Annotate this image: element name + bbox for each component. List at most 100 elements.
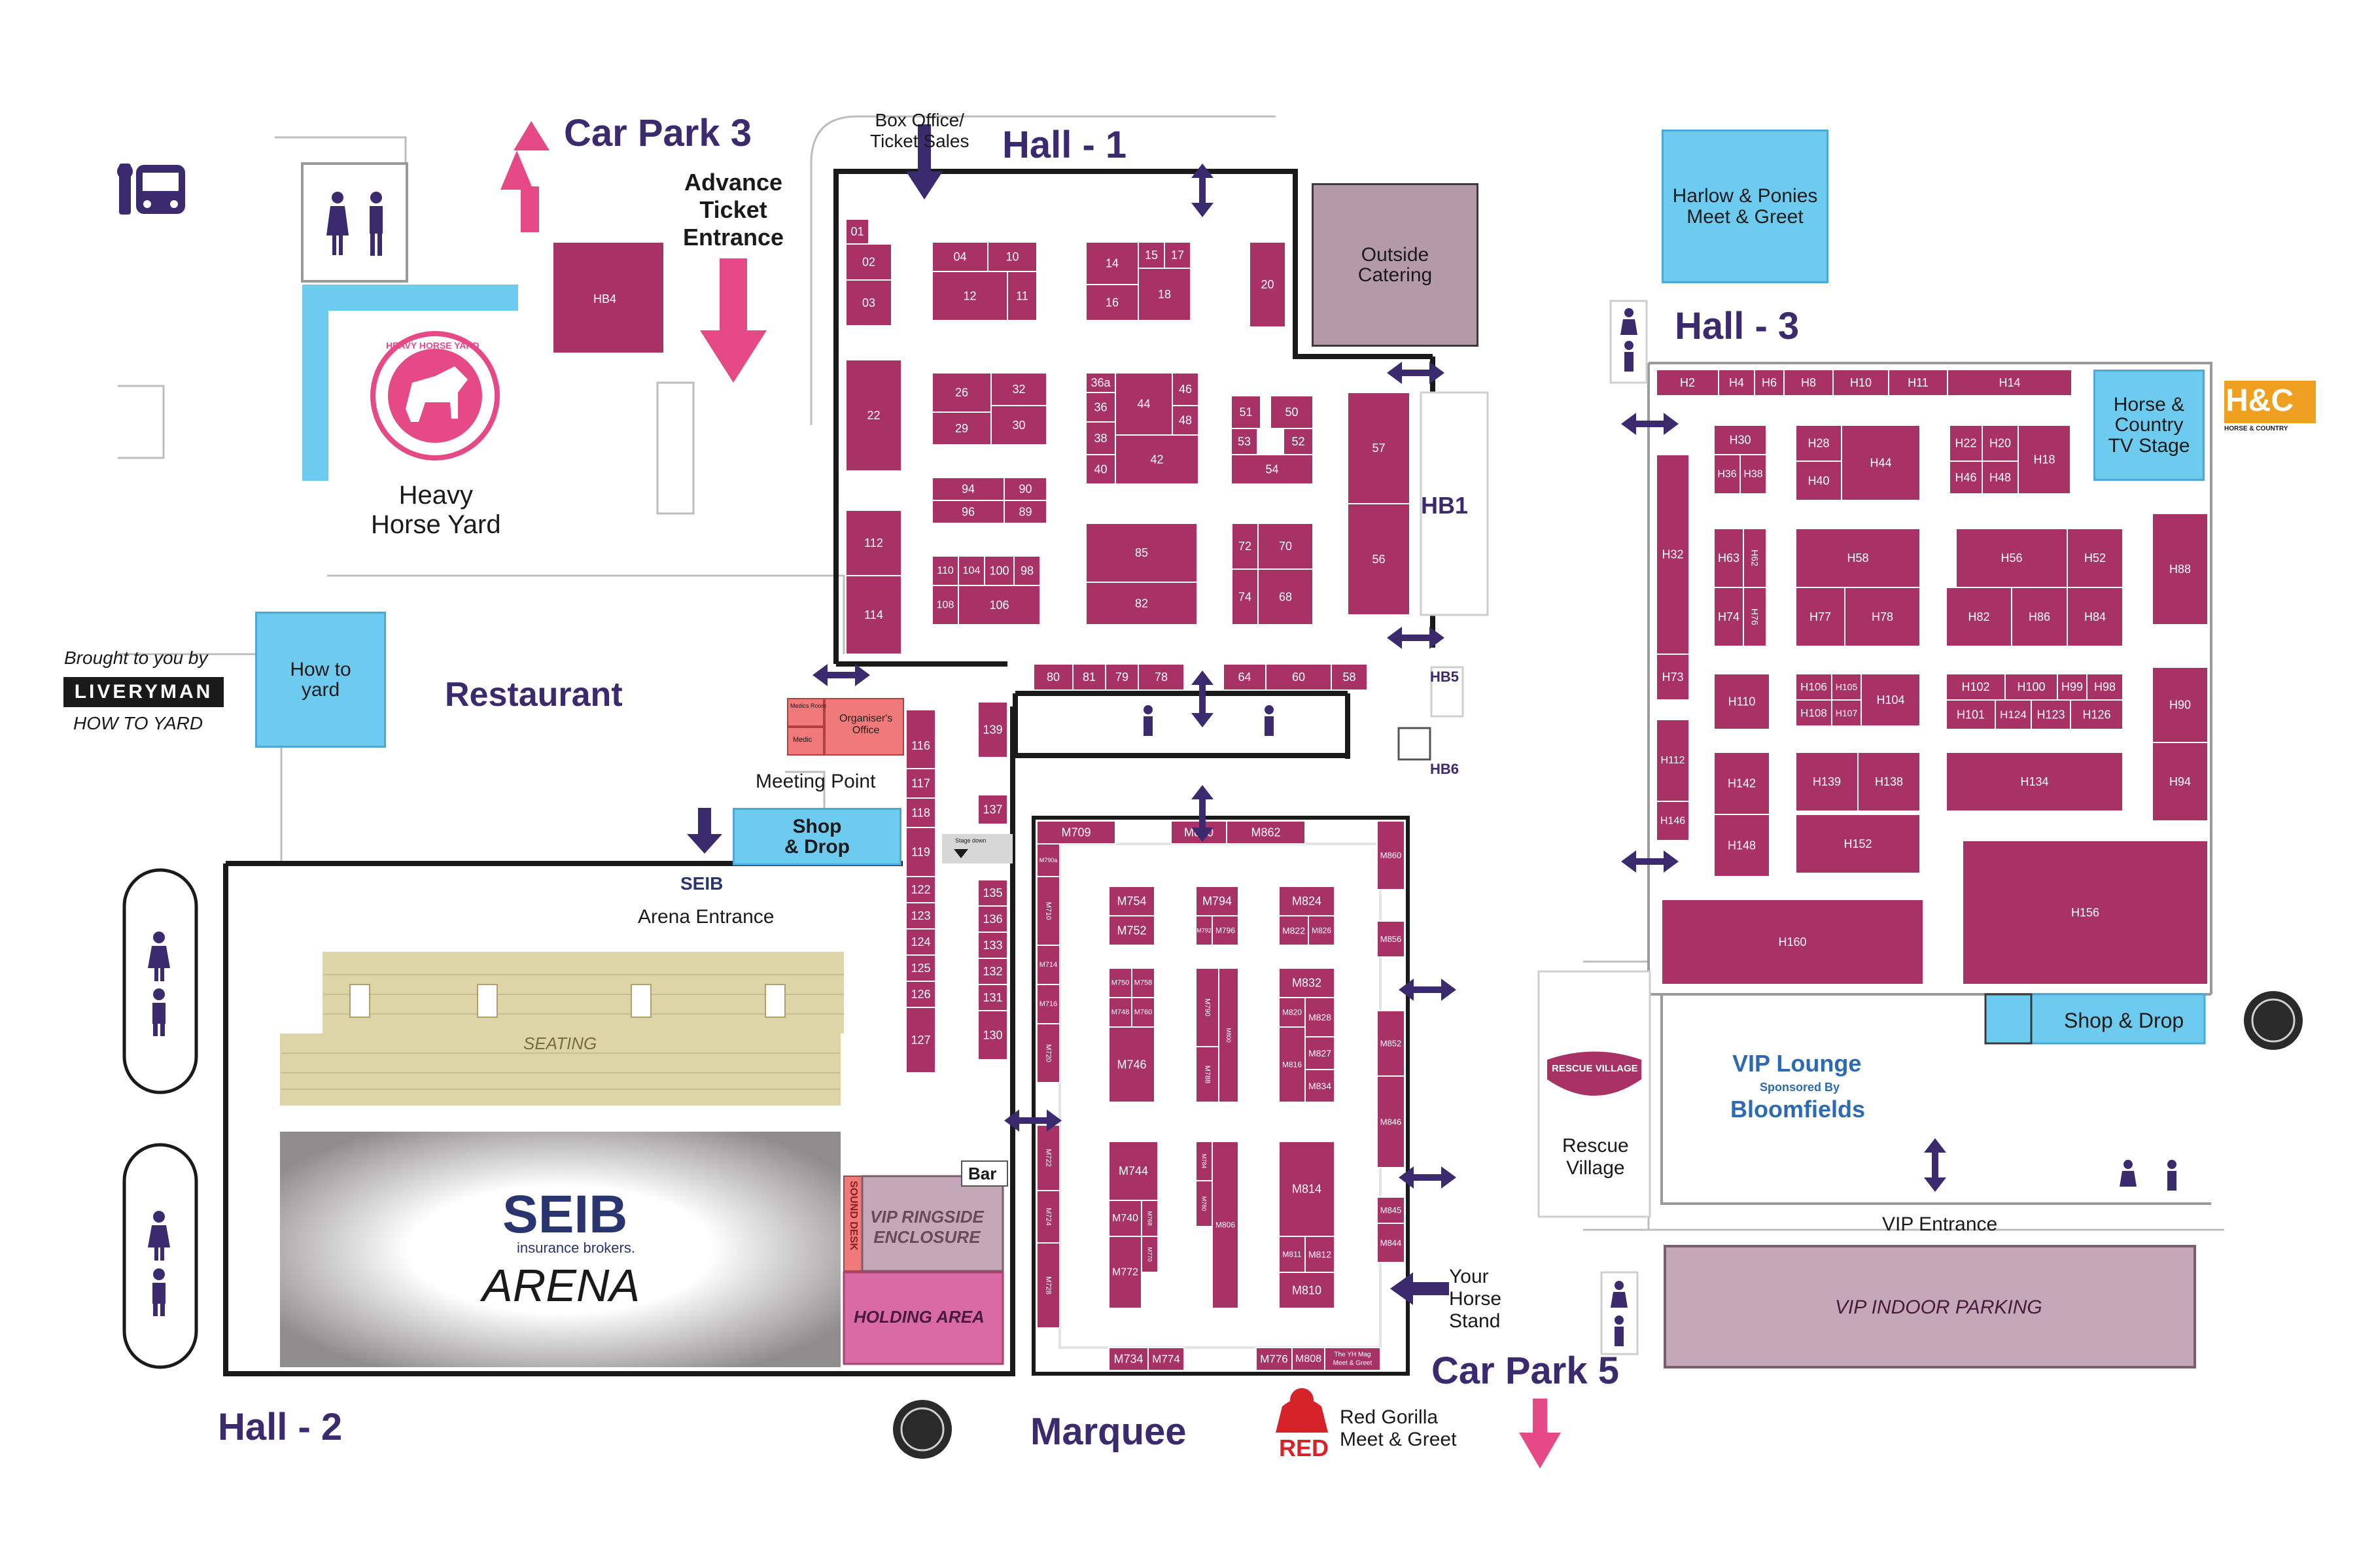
stand-h105[interactable] xyxy=(1831,673,1862,701)
stand-22[interactable] xyxy=(845,359,902,472)
stand-108[interactable] xyxy=(932,585,959,625)
stand-85[interactable] xyxy=(1085,523,1198,583)
stand-m812[interactable] xyxy=(1304,1236,1335,1273)
stand-122[interactable] xyxy=(905,876,936,903)
stand-m870[interactable] xyxy=(1170,820,1227,845)
stand-54[interactable] xyxy=(1231,454,1314,485)
stand-132[interactable] xyxy=(977,958,1008,985)
stand-14[interactable] xyxy=(1085,241,1139,285)
stand-h160[interactable] xyxy=(1661,899,1924,985)
stand-130[interactable] xyxy=(977,1010,1008,1060)
stand-h142[interactable] xyxy=(1713,752,1770,815)
stand-m844[interactable] xyxy=(1376,1223,1405,1263)
stand-h88[interactable] xyxy=(2152,513,2209,625)
stand-h77[interactable] xyxy=(1795,587,1845,647)
stand-64[interactable] xyxy=(1223,663,1267,691)
stand-h30[interactable] xyxy=(1713,425,1767,455)
stand-h86[interactable] xyxy=(2011,587,2068,647)
stand-h98[interactable] xyxy=(2086,673,2123,701)
stand-44[interactable] xyxy=(1115,372,1173,436)
stand-m728[interactable] xyxy=(1036,1242,1060,1329)
stand-h148[interactable] xyxy=(1713,814,1770,877)
stand-03[interactable] xyxy=(845,279,892,326)
stand-h101[interactable] xyxy=(1946,699,1996,730)
stand-16[interactable] xyxy=(1085,284,1139,321)
stand-h4[interactable] xyxy=(1718,369,1755,396)
stand-h82[interactable] xyxy=(1946,587,2012,647)
stand-h73[interactable] xyxy=(1656,653,1690,701)
stand-h18[interactable] xyxy=(2018,425,2071,495)
stand-123[interactable] xyxy=(905,902,936,930)
stand-hb4[interactable] xyxy=(552,241,665,354)
stand-h104[interactable] xyxy=(1861,673,1921,727)
stand-h107[interactable] xyxy=(1831,699,1862,727)
stand-h146[interactable] xyxy=(1656,801,1690,841)
stand-m796[interactable] xyxy=(1212,915,1239,946)
stand-94[interactable] xyxy=(932,477,1005,501)
stand-m846[interactable] xyxy=(1376,1075,1405,1168)
stand-15[interactable] xyxy=(1138,241,1165,269)
stand-m709[interactable] xyxy=(1036,820,1116,845)
stand-m827[interactable] xyxy=(1304,1036,1335,1070)
stand-100[interactable] xyxy=(984,555,1015,586)
stand-137[interactable] xyxy=(977,794,1008,825)
stand-89[interactable] xyxy=(1004,500,1047,524)
stand-m834[interactable] xyxy=(1304,1069,1335,1103)
stand-h156[interactable] xyxy=(1962,840,2209,985)
stand-m828[interactable] xyxy=(1304,997,1335,1037)
stand-02[interactable] xyxy=(845,243,892,281)
stand-m714[interactable] xyxy=(1036,945,1060,985)
stand-m860[interactable] xyxy=(1376,820,1405,890)
stand-68[interactable] xyxy=(1257,568,1314,625)
stand-m788[interactable] xyxy=(1195,1046,1219,1103)
stand-m806[interactable] xyxy=(1212,1141,1239,1309)
stand-29[interactable] xyxy=(932,411,992,445)
stand-m720[interactable] xyxy=(1036,1023,1060,1083)
stand-18[interactable] xyxy=(1138,268,1191,321)
stand-h48[interactable] xyxy=(1982,461,2019,495)
stand-m772[interactable] xyxy=(1108,1236,1142,1309)
stand-h58[interactable] xyxy=(1795,528,1921,588)
stand-m752[interactable] xyxy=(1108,915,1155,946)
stand-h38[interactable] xyxy=(1739,454,1767,495)
stand-h112[interactable] xyxy=(1656,719,1690,802)
stand-m824[interactable] xyxy=(1278,886,1335,916)
stand-h134[interactable] xyxy=(1946,752,2123,812)
stand-m852[interactable] xyxy=(1376,1010,1405,1077)
stand-m748[interactable] xyxy=(1108,997,1132,1028)
stand-60[interactable] xyxy=(1265,663,1332,691)
stand-46[interactable] xyxy=(1172,372,1199,406)
stand-m811[interactable] xyxy=(1278,1236,1306,1273)
stand-127[interactable] xyxy=(905,1007,936,1073)
stand-h100[interactable] xyxy=(2004,673,2058,701)
stand-m832[interactable] xyxy=(1278,967,1335,998)
stand-40[interactable] xyxy=(1085,454,1116,485)
stand-74[interactable] xyxy=(1231,568,1259,625)
stand-78[interactable] xyxy=(1138,663,1185,691)
stand-m774[interactable] xyxy=(1147,1347,1185,1371)
stand-h152[interactable] xyxy=(1795,814,1921,874)
stand-70[interactable] xyxy=(1257,523,1314,570)
stand-h6[interactable] xyxy=(1754,369,1785,396)
stand-m724[interactable] xyxy=(1036,1190,1060,1244)
stand-m862[interactable] xyxy=(1226,820,1306,845)
stand-51[interactable] xyxy=(1231,395,1261,429)
stand-81[interactable] xyxy=(1072,663,1106,691)
stand-h90[interactable] xyxy=(2152,667,2209,743)
stand-126[interactable] xyxy=(905,981,936,1008)
stand-m826[interactable] xyxy=(1308,915,1335,946)
stand-56[interactable] xyxy=(1347,503,1410,616)
stand-h78[interactable] xyxy=(1844,587,1921,647)
stand-m784[interactable] xyxy=(1195,1141,1213,1181)
stand-96[interactable] xyxy=(932,500,1005,524)
stand-38[interactable] xyxy=(1085,421,1116,455)
stand-h52[interactable] xyxy=(2067,528,2123,588)
stand-98[interactable] xyxy=(1013,555,1041,586)
stand-58[interactable] xyxy=(1331,663,1368,691)
stand-m746[interactable] xyxy=(1108,1026,1155,1103)
stand-h14[interactable] xyxy=(1947,369,2072,396)
stand-h20[interactable] xyxy=(1982,425,2019,462)
stand-h62[interactable] xyxy=(1743,528,1767,588)
stand-90[interactable] xyxy=(1004,477,1047,501)
stand-m760[interactable] xyxy=(1131,997,1155,1028)
